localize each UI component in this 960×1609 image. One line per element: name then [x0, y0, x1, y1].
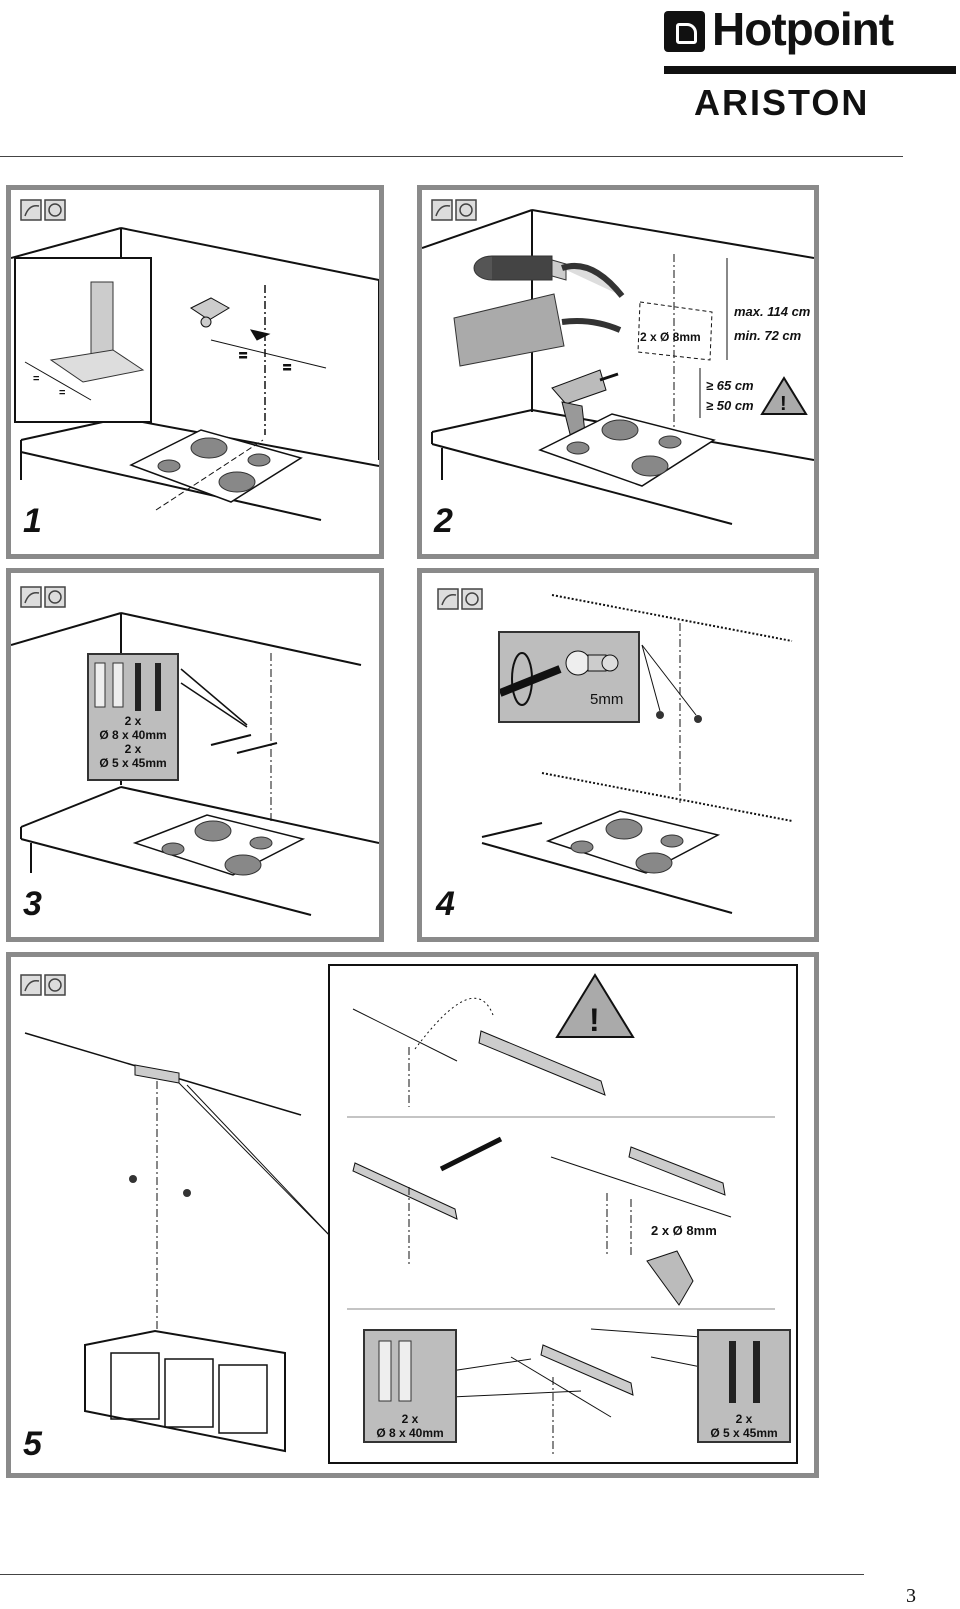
plugs-size: Ø 8 x 40mm	[376, 1426, 444, 1440]
vent-icons	[20, 586, 66, 608]
holes-label: 2 x Ø 8mm	[640, 330, 701, 344]
screws-qty: 2 x	[124, 742, 142, 756]
kitchen-wall	[481, 594, 793, 914]
footer-rule	[0, 1574, 864, 1575]
screw-right	[183, 1189, 191, 1197]
screwdriver-inset: 5mm	[498, 631, 640, 723]
vent-icons	[20, 199, 66, 221]
screws-size: Ø 5 x 45mm	[710, 1426, 778, 1440]
header-rule	[0, 156, 903, 157]
brand-logo-icon	[664, 11, 705, 52]
step-3-panel: 2 x Ø 8 x 40mm 2 x Ø 5 x 45mm 3	[6, 568, 384, 942]
svg-text:!: !	[780, 393, 787, 415]
warning-icon	[760, 376, 808, 415]
arrow-2	[561, 318, 622, 333]
wall-cabinets	[84, 1329, 286, 1453]
cooktop	[545, 810, 721, 874]
svg-text:=: =	[59, 387, 65, 399]
svg-text:=: =	[239, 347, 247, 363]
step-number: 5	[23, 1425, 42, 1463]
hood-inset: = =	[14, 257, 152, 423]
step-number: 3	[23, 885, 42, 923]
drill-template	[637, 254, 728, 460]
cooktop	[538, 413, 716, 487]
kitchen-wall	[11, 612, 379, 916]
gas-clearance-label: ≥ 65 cm	[706, 378, 754, 393]
electric-clearance-label: ≥ 50 cm	[706, 398, 754, 413]
step-number: 2	[434, 502, 453, 540]
plugs-qty: 2 x	[124, 714, 142, 728]
plugs-screws-drawing	[180, 668, 278, 754]
step-number: 4	[436, 885, 455, 923]
bracket-detail-3	[550, 1146, 732, 1306]
screws-qty: 2 x	[735, 1412, 753, 1426]
bracket-detail-1	[352, 997, 606, 1107]
warning-icon	[555, 973, 635, 1038]
brand-rule	[664, 66, 956, 74]
cooktop	[129, 429, 303, 511]
vent-icons	[437, 588, 483, 610]
step-1-panel: = = = = 1	[6, 185, 384, 559]
plugs-inset: 2 x Ø 8 x 40mm	[363, 1329, 457, 1443]
screw-left	[129, 1175, 137, 1183]
plugs-qty: 2 x	[401, 1412, 419, 1426]
step-4-panel: 5mm 4	[417, 568, 819, 942]
screw-marks	[641, 644, 702, 723]
bracket-detail-2	[352, 1136, 503, 1267]
template-sheet	[453, 293, 565, 367]
step-number: 1	[23, 502, 42, 540]
socket-drawing: = =	[190, 297, 327, 376]
step-2-panel: ! max. 114 cm min. 72 cm 2 x Ø 8mm ≥ 65 …	[417, 185, 819, 559]
plugs-size: Ø 8 x 40mm	[99, 728, 167, 742]
fixings-inset: 2 x Ø 8 x 40mm 2 x Ø 5 x 45mm	[87, 653, 179, 781]
vent-icons	[20, 974, 66, 996]
brand-name: Hotpoint	[712, 3, 894, 55]
tape-roll	[473, 255, 567, 281]
brand-sub: ARISTON	[694, 82, 870, 123]
svg-text:=: =	[283, 359, 291, 375]
gap-label: 5mm	[590, 691, 624, 708]
max-height-label: max. 114 cm	[734, 304, 811, 319]
min-height-label: min. 72 cm	[734, 328, 802, 343]
svg-text:=: =	[33, 373, 39, 385]
page-number: 3	[906, 1585, 916, 1607]
bracket-detail-4	[450, 1328, 702, 1457]
arrow-1	[561, 262, 625, 298]
step-5-panel: ! 2 x Ø 8mm	[6, 952, 819, 1478]
cooktop	[132, 814, 306, 876]
screws-size: Ø 5 x 45mm	[99, 756, 167, 770]
holes-label: 2 x Ø 8mm	[651, 1223, 717, 1238]
screws-inset: 2 x Ø 5 x 45mm	[697, 1329, 791, 1443]
wall-bracket	[134, 1064, 334, 1240]
vent-icons	[431, 199, 477, 221]
svg-text:!: !	[589, 1002, 600, 1038]
